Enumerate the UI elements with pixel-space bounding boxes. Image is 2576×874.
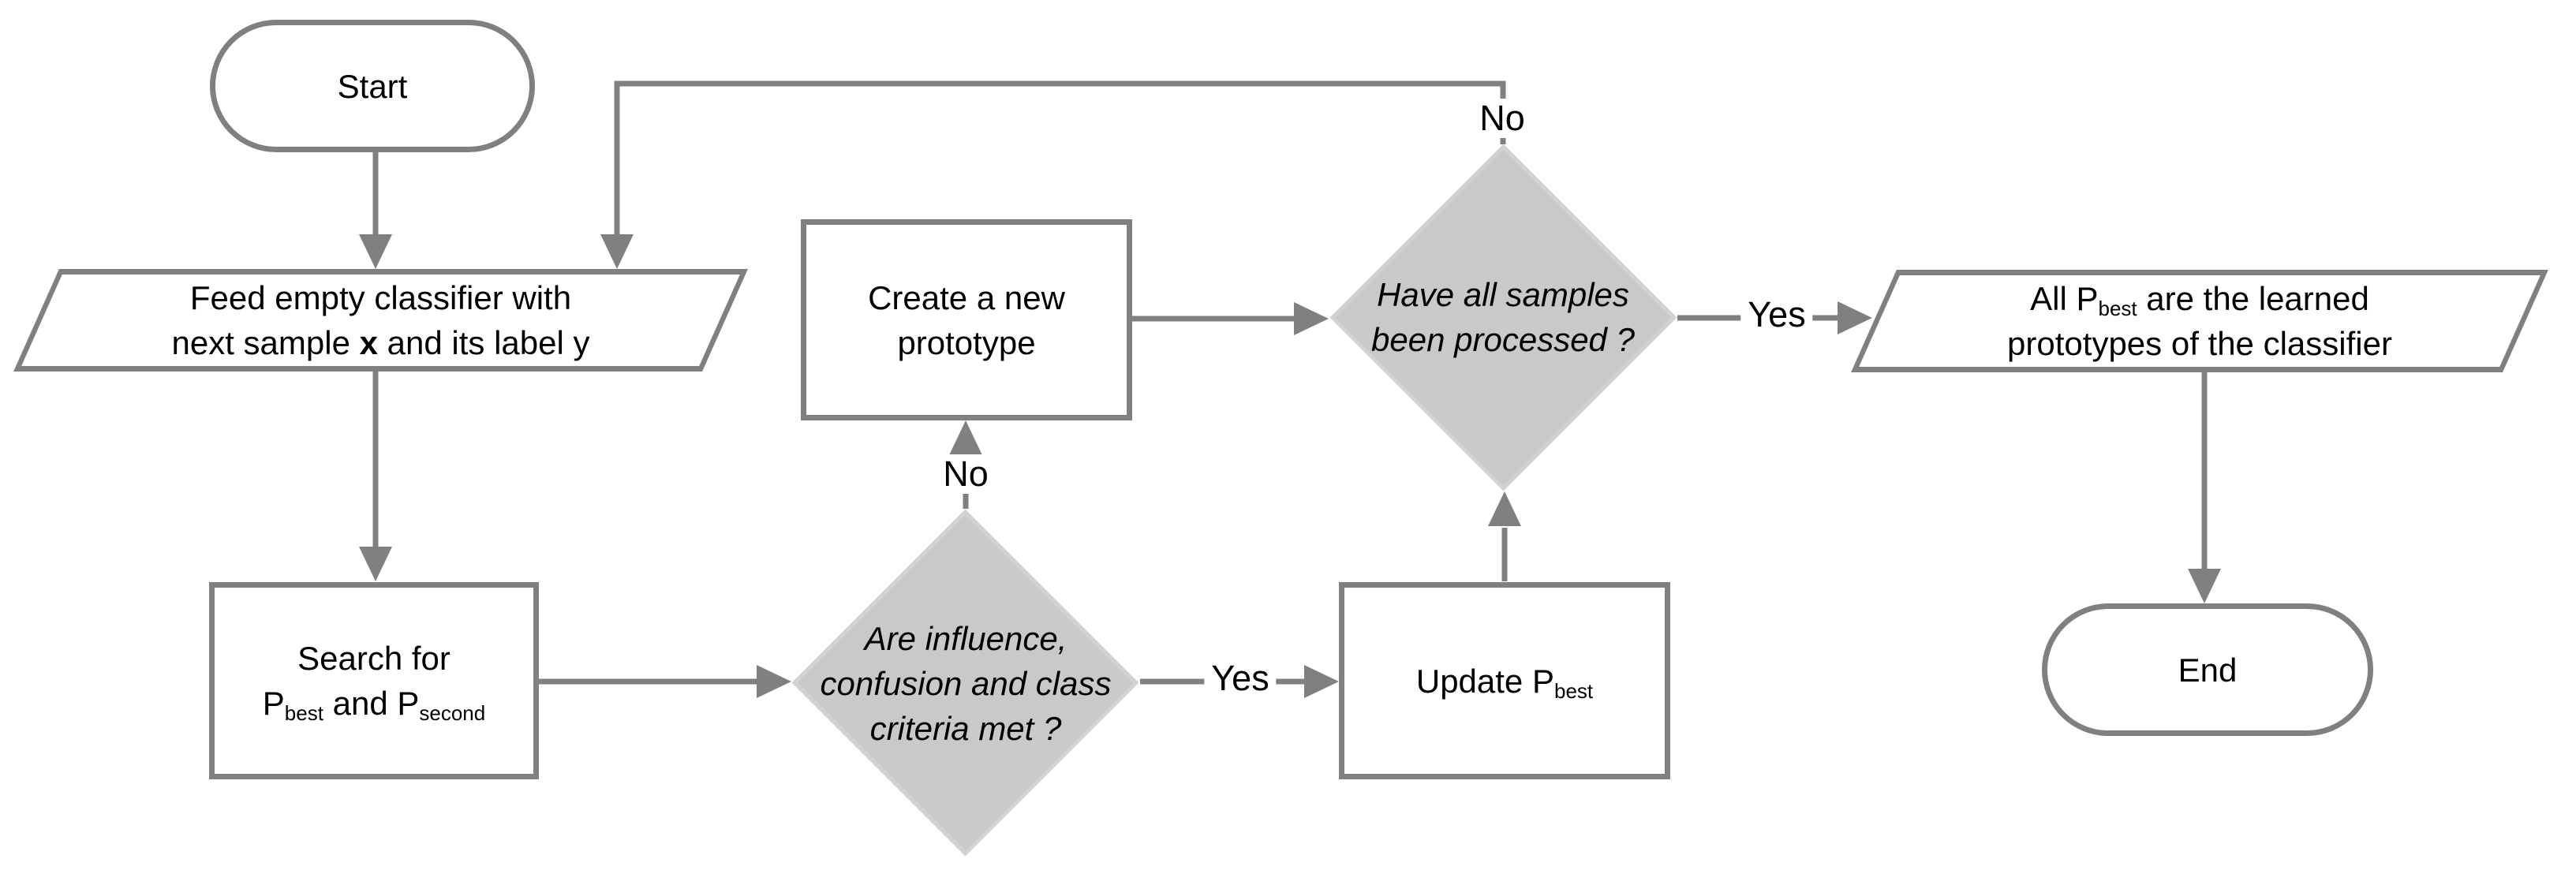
update-label: Update Pbest — [1415, 662, 1594, 703]
result-label: All Pbest are the learned prototypes of … — [2007, 280, 2392, 362]
decision2-label: Have all samples been processed ? — [1371, 276, 1635, 358]
end-node — [2042, 603, 2373, 736]
create-node — [801, 219, 1132, 420]
feed-label: Feed empty classifier with next sample x… — [171, 279, 590, 361]
end-label: End — [2178, 651, 2238, 689]
decision2-yes-label: Yes — [1740, 295, 1813, 334]
arrowhead-start-to-feed — [359, 234, 392, 269]
decision1-no-label: No — [936, 454, 996, 494]
arrowhead-search-to-decision1 — [757, 665, 791, 698]
arrowhead-result-to-end — [2188, 569, 2221, 603]
arrowhead-decision1-to-create — [949, 420, 982, 455]
search-node — [209, 582, 539, 779]
decision2-no-label: No — [1472, 99, 1532, 138]
update-node — [1339, 582, 1670, 779]
start-label: Start — [337, 67, 408, 105]
arrowhead-create-to-decision2 — [1294, 302, 1329, 335]
arrowhead-feed-to-search — [359, 547, 392, 581]
arrowhead-decision2-to-feed-loop — [600, 234, 634, 269]
start-node — [210, 20, 535, 152]
search-label: Search for Pbest and Psecond — [262, 640, 486, 725]
decision1-yes-label: Yes — [1204, 659, 1277, 698]
arrowhead-update-to-decision2 — [1488, 491, 1521, 526]
arrowhead-decision1-to-update — [1304, 665, 1339, 698]
arrowhead-decision2-to-result — [1838, 301, 1872, 334]
create-label: Create a new prototype — [868, 278, 1065, 361]
decision1-label: Are influence, confusion and class crite… — [820, 619, 1112, 747]
